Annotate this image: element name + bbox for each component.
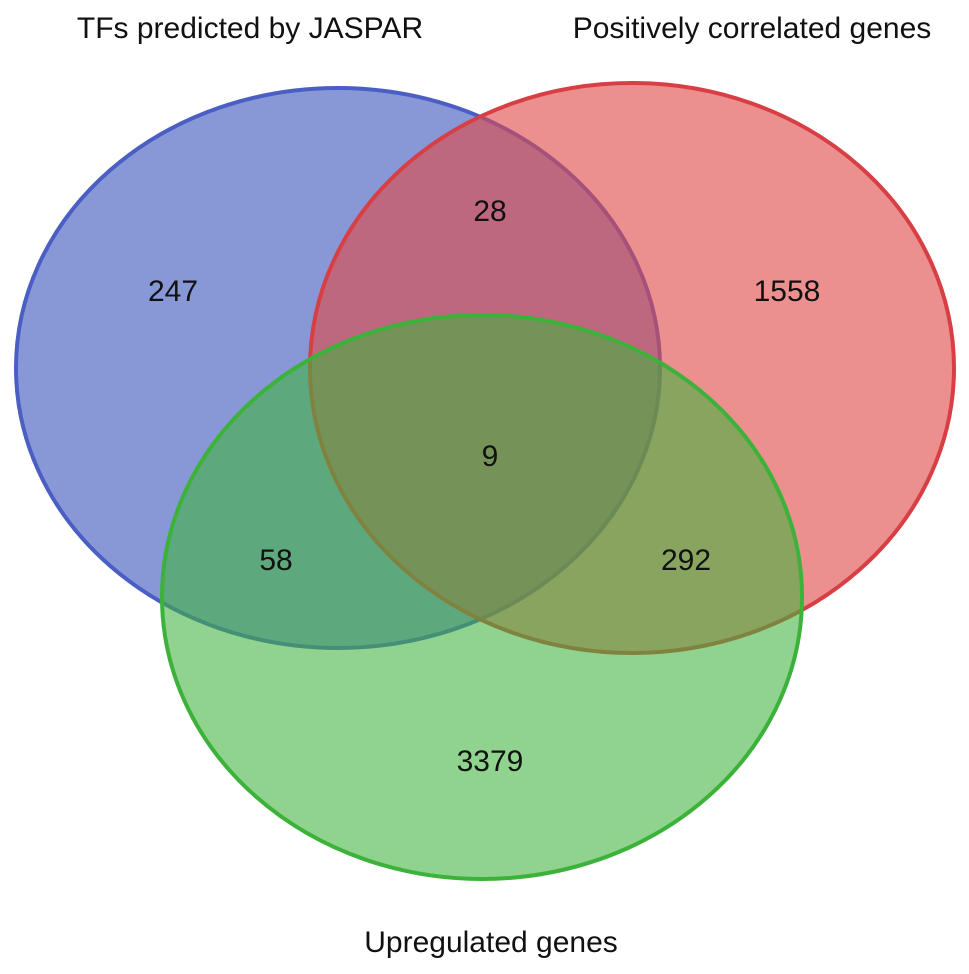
set-circle-upregulated bbox=[160, 313, 804, 881]
count-jaspar-upregulated: 58 bbox=[259, 544, 292, 577]
count-jaspar-only: 247 bbox=[148, 275, 198, 308]
set-label-positive: Positively correlated genes bbox=[573, 12, 932, 45]
count-positive-upregulated: 292 bbox=[661, 544, 711, 577]
count-jaspar-positive: 28 bbox=[473, 195, 506, 228]
set-label-jaspar: TFs predicted by JASPAR bbox=[77, 12, 423, 45]
count-all-three: 9 bbox=[482, 440, 499, 473]
count-positive-only: 1558 bbox=[754, 275, 821, 308]
count-upregulated-only: 3379 bbox=[457, 745, 524, 778]
set-label-upregulated: Upregulated genes bbox=[364, 926, 618, 959]
